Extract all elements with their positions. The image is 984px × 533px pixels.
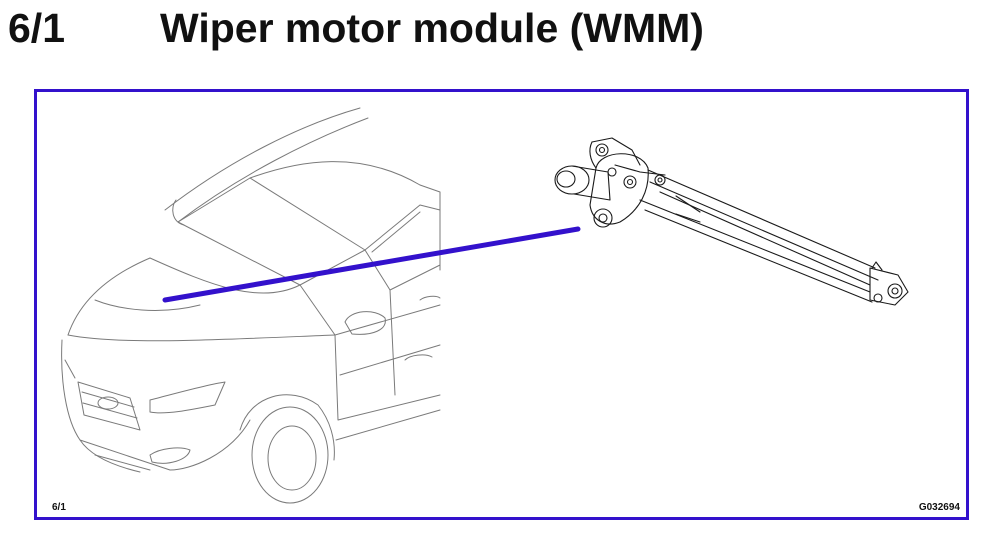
page-title: Wiper motor module (WMM) — [160, 5, 704, 51]
front-wheel-arch — [239, 394, 335, 461]
figure-reference-label: 6/1 — [52, 502, 66, 513]
car-outline-drawing — [61, 107, 441, 504]
door-line — [334, 304, 441, 336]
side-window — [364, 204, 441, 291]
linkage-arm-upper — [647, 169, 876, 269]
mounting-bush-top — [595, 143, 609, 157]
section-number: 6/1 — [8, 5, 65, 51]
figure-code-label: G032694 — [918, 502, 960, 513]
hood-outline — [67, 257, 151, 336]
crank-pivot — [623, 175, 637, 189]
right-wiper-pivot — [869, 267, 909, 306]
leader-line — [162, 226, 581, 303]
car-roof-line — [164, 107, 361, 211]
gearbox-housing — [589, 153, 649, 225]
front-wheel — [251, 406, 329, 504]
grille — [77, 381, 141, 431]
side-mirror — [344, 311, 386, 335]
figure-frame — [34, 89, 969, 520]
front-bumper — [61, 339, 251, 471]
linkage-arm-lower — [639, 199, 871, 293]
headlight — [149, 381, 226, 414]
motor-body — [554, 165, 590, 195]
brand-badge — [97, 396, 119, 410]
mounting-bush-bottom — [593, 208, 613, 228]
fog-light — [149, 447, 191, 464]
wiper-motor-module-drawing — [554, 137, 909, 306]
